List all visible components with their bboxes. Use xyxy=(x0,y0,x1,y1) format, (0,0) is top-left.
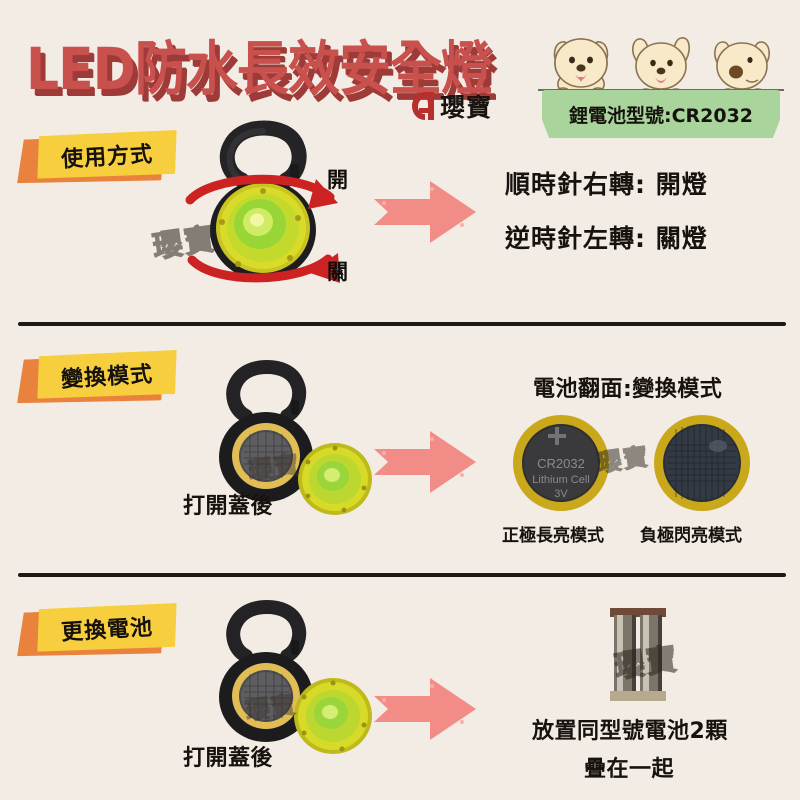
replace-line-1: 放置同型號電池2顆 xyxy=(532,719,728,744)
battery-caption-negative: 負極閃亮模式 xyxy=(640,526,742,546)
lens-cap-icon xyxy=(294,678,372,754)
stacked-batteries-icon xyxy=(610,608,666,701)
section-tag-label: 變換模式 xyxy=(60,362,154,393)
brand-name: 瓔寶 xyxy=(440,93,493,122)
open-cover-caption: 打開蓋後 xyxy=(183,494,274,519)
green-banner-shape xyxy=(542,90,780,138)
rotate-arrows-icon xyxy=(185,174,340,283)
section-tag-label: 使用方式 xyxy=(60,142,154,173)
carabiner-light-opened xyxy=(219,599,313,742)
battery-voltage-label: 3V xyxy=(554,488,568,500)
carabiner-light-opened xyxy=(219,359,313,502)
usage-line-1: 順時針右轉: 開燈 xyxy=(505,170,708,199)
a-logo-icon xyxy=(410,91,436,121)
puppy-icon xyxy=(553,37,770,100)
label-on: 開 xyxy=(327,168,348,192)
section-tag-mode: 變換模式 xyxy=(28,352,178,402)
usage-line-2: 逆時針左轉: 關燈 xyxy=(505,224,708,253)
brand-logo: 瓔寶 xyxy=(410,88,492,124)
section-divider-2 xyxy=(18,573,786,577)
open-cover-caption: 打開蓋後 xyxy=(183,746,274,771)
battery-model-label: CR2032 xyxy=(537,456,585,471)
battery-model-banner: 鋰電池型號:CR2032 xyxy=(536,30,786,140)
battery-positive-icon: CR2032 Lithium Cell 3V xyxy=(513,415,609,511)
battery-model-text: 鋰電池型號:CR2032 xyxy=(568,104,754,127)
section-tag-label: 更換電池 xyxy=(60,615,154,646)
battery-negative-icon xyxy=(654,415,750,511)
mode-heading: 電池翻面:變換模式 xyxy=(533,377,723,402)
battery-caption-positive: 正極長亮模式 xyxy=(502,526,604,546)
replace-line-2: 疊在一起 xyxy=(584,757,675,782)
right-arrow-icon xyxy=(374,431,476,493)
label-off: 關 xyxy=(327,260,348,284)
section-tag-replace: 更換電池 xyxy=(28,605,178,655)
page-title: LED防水長效安全燈 xyxy=(26,36,493,104)
right-arrow-icon xyxy=(374,181,476,243)
section-tag-usage: 使用方式 xyxy=(28,132,178,182)
carabiner-light-closed xyxy=(210,120,316,280)
battery-chemistry-label: Lithium Cell xyxy=(532,474,589,486)
lens-cap-icon xyxy=(298,443,372,515)
right-arrow-icon xyxy=(374,678,476,740)
section-divider-1 xyxy=(18,322,786,326)
